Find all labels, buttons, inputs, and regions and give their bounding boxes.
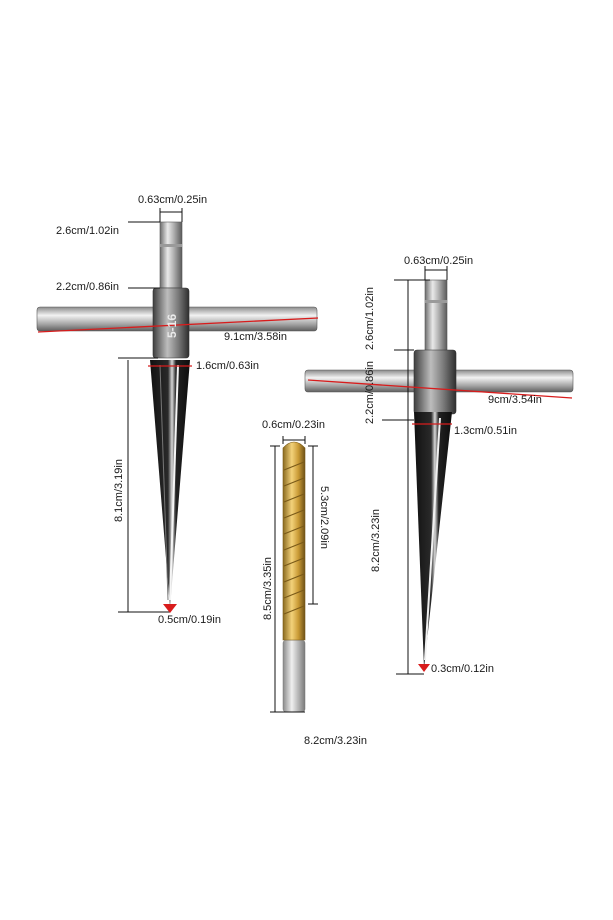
red-measure-lines xyxy=(37,317,573,425)
left-collar-height-label: 2.2cm/0.86in xyxy=(56,281,119,293)
drill-bottom-label: 8.2cm/3.23in xyxy=(304,735,367,747)
right-reamer-flute-highlight xyxy=(424,417,441,661)
left-tip-diameter-label: 0.5cm/0.19in xyxy=(158,614,221,626)
left-shank-width-label: 0.63cm/0.25in xyxy=(138,194,208,206)
right-collar-height-label: 2.2cm/0.86in xyxy=(364,361,376,424)
left-tap-reamer xyxy=(36,221,318,608)
left-shank-height-label: 2.6cm/1.02in xyxy=(56,225,119,237)
drill-bit xyxy=(282,441,306,713)
left-handle-length-line xyxy=(37,317,319,333)
right-shank-groove xyxy=(425,300,447,303)
left-handle-length-label: 9.1cm/3.58in xyxy=(224,331,287,343)
right-shank-width-label: 0.63cm/0.25in xyxy=(404,255,474,267)
left-reamer-cone xyxy=(150,360,190,608)
drill-flute-length-label: 5.3cm/2.09in xyxy=(318,486,330,549)
right-flute-length-label: 8.2cm/3.23in xyxy=(370,509,382,572)
left-handle-stamp: 5-16 xyxy=(165,314,179,338)
right-reamer-collar xyxy=(413,349,457,415)
right-tip-diameter-label: 0.3cm/0.12in xyxy=(431,663,494,675)
right-tap-reamer xyxy=(304,279,574,668)
left-reamer-hex-shank xyxy=(159,221,183,289)
right-shank-height-label: 2.6cm/1.02in xyxy=(364,287,376,350)
drill-bit-shank xyxy=(282,639,306,713)
left-shank-groove xyxy=(160,244,182,247)
right-handle-length-line xyxy=(307,379,573,399)
drill-total-length-label: 8.5cm/3.35in xyxy=(262,557,274,620)
right-reamer-hex-shank xyxy=(424,279,448,353)
drill-diameter-label: 0.6cm/0.23in xyxy=(262,419,325,431)
drill-bit-teeth xyxy=(283,461,305,615)
dimension-lines xyxy=(118,208,448,713)
drill-bit-fluted-body xyxy=(282,441,306,641)
left-reamer-collar xyxy=(152,287,190,359)
left-reamer-flute-highlight xyxy=(169,364,179,601)
right-top-diameter-label: 1.3cm/0.51in xyxy=(454,425,517,437)
left-top-diameter-label: 1.6cm/0.63in xyxy=(196,360,259,372)
left-flute-length-label: 8.1cm/3.19in xyxy=(113,459,125,522)
left-tip-marker xyxy=(163,604,177,613)
left-reamer-flute-edge xyxy=(159,364,169,601)
right-handle-length-label: 9cm/3.54in xyxy=(488,394,542,406)
right-tip-marker xyxy=(418,664,430,672)
